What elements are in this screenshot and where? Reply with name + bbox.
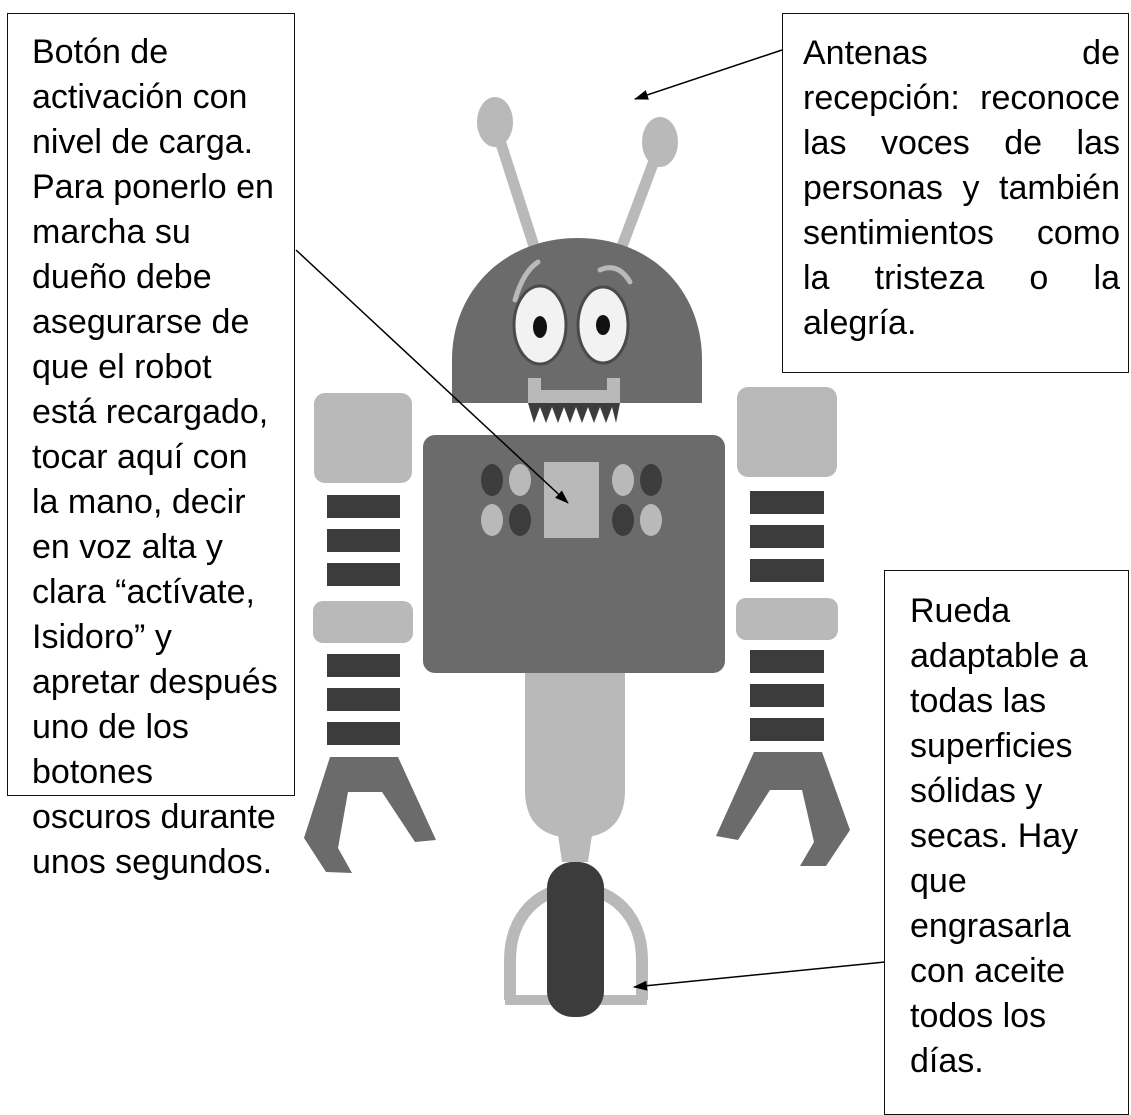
activation-callout-line: que el robot: [32, 348, 212, 386]
activation-callout-line: unos segundos.: [32, 843, 273, 881]
antennas: [477, 97, 678, 271]
antennas-callout-line: sentimientos como: [803, 214, 1120, 252]
robot-leg: [525, 668, 625, 888]
activation-callout-line: dueño debe: [32, 258, 212, 296]
wheel-callout-line: Rueda: [910, 592, 1011, 630]
activation-callout-line: asegurarse de: [32, 303, 250, 341]
antennas-callout-line: personas y también: [803, 169, 1120, 207]
antennas-callout-line: alegría.: [803, 304, 917, 342]
activation-callout-line: Para ponerlo en: [32, 168, 274, 206]
activation-callout-line: Isidoro” y: [32, 618, 172, 656]
activation-callout-line: está recargado,: [32, 393, 269, 431]
wheel-callout-line: que: [910, 862, 967, 900]
antennas-callout: Antenas de recepción: reconoce las voces d…: [782, 13, 1129, 373]
antennas-callout-line: Antenas de: [803, 34, 1120, 72]
wheel-callout-line: adaptable a: [910, 637, 1088, 675]
left-claw: [304, 757, 436, 873]
activation-callout-line: botones: [32, 753, 153, 791]
activation-callout-line: uno de los: [32, 708, 189, 746]
activation-callout-line: oscuros durante: [32, 798, 276, 836]
robot-torso: [423, 435, 725, 673]
activation-pointer: [295, 249, 569, 504]
activation-callout-line: en voz alta y: [32, 528, 223, 566]
activation-callout-line: activación con: [32, 78, 248, 116]
wheel-callout-line: con aceite: [910, 952, 1065, 990]
robot-mouth: [528, 378, 620, 403]
wheel-callout-line: sólidas y: [910, 772, 1043, 810]
wheel-callout-line: engrasarla: [910, 907, 1071, 945]
activation-callout-line: apretar después: [32, 663, 278, 701]
activation-callout-line: marcha su: [32, 213, 191, 251]
activation-callout-line: tocar aquí con: [32, 438, 248, 476]
wheel-callout-line: todas las: [910, 682, 1047, 720]
wheel-callout: Rueda adaptable a todas las superficies sóli…: [884, 570, 1129, 1115]
activation-callout: Botón de activación con nivel de carga. Par…: [7, 13, 295, 881]
activation-button: [544, 462, 599, 538]
callout-arrows: [295, 49, 886, 991]
wheel-callout-line: días.: [910, 1042, 984, 1080]
activation-callout-line: nivel de carga.: [32, 123, 254, 161]
activation-callout-line: clara “actívate,: [32, 573, 255, 611]
left-antenna-tip: [477, 97, 513, 147]
wheel: [547, 862, 604, 1017]
activation-callout-line: Botón de: [32, 33, 169, 71]
wheel-pointer: [633, 961, 886, 991]
antennas-callout-line: las voces de las: [803, 124, 1120, 162]
left-arm: [304, 393, 436, 873]
activation-callout-line: la mano, decir: [32, 483, 246, 521]
robot-wheel-assembly: [504, 862, 648, 1017]
antennas-pointer: [634, 49, 783, 100]
antennas-callout-line: la tristeza o la: [803, 259, 1120, 297]
antennas-callout-line: recepción: reconoce: [803, 79, 1120, 117]
wheel-callout-line: secas. Hay: [910, 817, 1079, 855]
wheel-callout-line: todos los: [910, 997, 1047, 1035]
right-arm: [716, 387, 850, 866]
robot-head: [452, 238, 702, 423]
wheel-callout-line: superficies: [910, 727, 1073, 765]
right-claw: [716, 752, 850, 866]
right-antenna-tip: [642, 117, 678, 167]
